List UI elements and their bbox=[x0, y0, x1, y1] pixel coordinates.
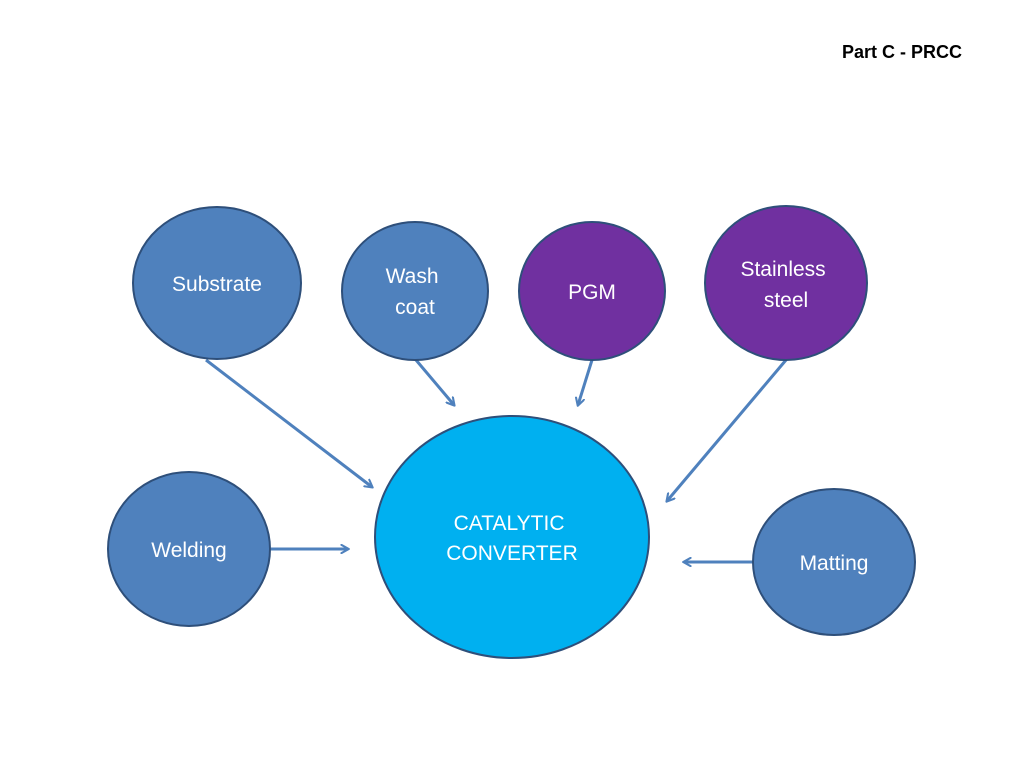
node-wash-coat-line-2: coat bbox=[395, 296, 435, 319]
node-wash-coat: Wash coat bbox=[341, 221, 489, 361]
center-line-1: CATALYTIC bbox=[454, 512, 565, 535]
node-stainless-steel-line-1: Stainless bbox=[740, 258, 825, 281]
node-pgm: PGM bbox=[518, 221, 666, 361]
svg-text:PGM: PGM bbox=[568, 281, 616, 304]
node-pgm-label: PGM bbox=[568, 281, 616, 304]
svg-text:Welding: Welding bbox=[151, 539, 227, 562]
svg-text:Wash coat: Wash coat bbox=[386, 265, 445, 319]
svg-text:Matting: Matting bbox=[800, 552, 869, 575]
arrows-group bbox=[205, 358, 788, 562]
node-matting: Matting bbox=[752, 488, 916, 636]
node-substrate: Substrate bbox=[132, 206, 302, 360]
arrow-wash-coat-to-center bbox=[414, 359, 454, 405]
page-title: Part C - PRCC bbox=[841, 42, 962, 62]
arrow-substrate-to-center bbox=[205, 358, 372, 487]
node-substrate-label: Substrate bbox=[172, 273, 262, 296]
svg-text:Substrate: Substrate bbox=[172, 273, 262, 296]
arrow-pgm-to-center bbox=[578, 359, 594, 405]
node-welding: Welding bbox=[107, 471, 271, 627]
center-line-2: CONVERTER bbox=[446, 542, 577, 565]
node-matting-label: Matting bbox=[800, 552, 869, 575]
node-welding-label: Welding bbox=[151, 539, 227, 562]
svg-text:Stainless steel: Stainless steel bbox=[740, 258, 831, 312]
node-stainless-steel-line-2: steel bbox=[764, 289, 808, 312]
node-stainless-steel: Stainless steel bbox=[704, 205, 868, 361]
svg-text:CATALYTIC CONVERTER: CATALYTIC CONVERTER bbox=[446, 512, 577, 565]
arrow-stainless-steel-to-center bbox=[667, 359, 788, 501]
node-wash-coat-line-1: Wash bbox=[386, 265, 439, 288]
center-node-catalytic-converter: CATALYTIC CONVERTER bbox=[374, 415, 650, 659]
